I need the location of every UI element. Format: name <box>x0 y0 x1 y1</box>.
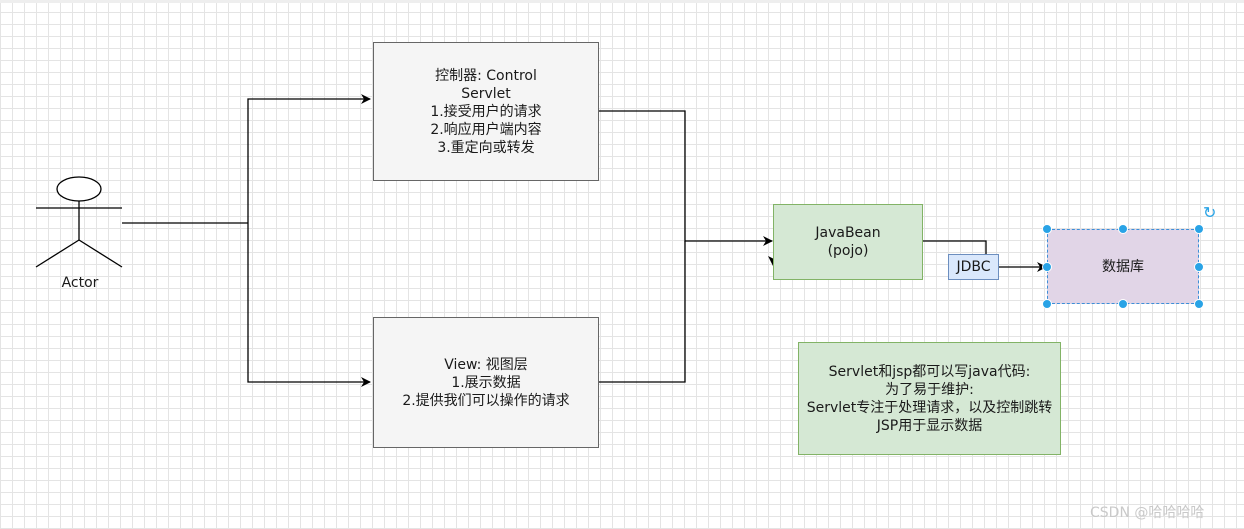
javabean-line-1: JavaBean <box>815 225 881 241</box>
database-label: 数据库 <box>1102 258 1144 275</box>
resize-handle-right[interactable] <box>1194 262 1204 272</box>
top-border <box>0 0 1244 3</box>
rotate-handle-icon[interactable]: ↻ <box>1203 203 1217 222</box>
jdbc-label[interactable]: JDBC <box>948 254 999 280</box>
resize-handle-top-right[interactable] <box>1194 224 1204 234</box>
javabean-line-2: (pojo) <box>827 243 869 259</box>
view-line-2: 1.展示数据 <box>451 374 521 391</box>
resize-handle-bottom-left[interactable] <box>1042 299 1052 309</box>
controller-line-4: 2.响应用户端内容 <box>430 121 542 138</box>
resize-handle-bottom-right[interactable] <box>1194 299 1204 309</box>
view-line-1: View: 视图层 <box>444 356 528 373</box>
actor-figure[interactable] <box>35 176 123 268</box>
resize-handle-bottom[interactable] <box>1118 299 1128 309</box>
controller-line-3: 1.接受用户的请求 <box>430 103 542 120</box>
controller-line-1: 控制器: Control <box>435 67 537 84</box>
javabean-box[interactable]: JavaBean (pojo) <box>773 204 923 280</box>
actor-to-view-arrow <box>247 223 371 387</box>
controller-box[interactable]: 控制器: Control Servlet 1.接受用户的请求 2.响应用户端内容… <box>373 42 599 181</box>
controller-line-5: 3.重定向或转发 <box>437 139 535 156</box>
note-line-3: Servlet专注于处理请求，以及控制跳转 <box>806 399 1053 416</box>
resize-handle-top-left[interactable] <box>1042 224 1052 234</box>
actor-to-controller-arrow <box>247 94 371 223</box>
actor-label: Actor <box>61 275 99 291</box>
resize-handle-top[interactable] <box>1118 224 1128 234</box>
view-to-javabean-line <box>598 241 686 383</box>
controller-line-2: Servlet <box>461 85 511 102</box>
note-box[interactable]: Servlet和jsp都可以写java代码: 为了易于维护: Servlet专注… <box>798 342 1061 455</box>
view-box[interactable]: View: 视图层 1.展示数据 2.提供我们可以操作的请求 <box>373 317 599 448</box>
note-line-2: 为了易于维护: <box>885 381 974 398</box>
watermark: CSDN @哈哈哈哈 <box>1090 505 1205 521</box>
resize-handle-left[interactable] <box>1042 262 1052 272</box>
note-line-1: Servlet和jsp都可以写java代码: <box>828 363 1031 380</box>
view-line-3: 2.提供我们可以操作的请求 <box>402 392 570 409</box>
database-box[interactable]: 数据库 <box>1047 229 1199 304</box>
note-line-4: JSP用于显示数据 <box>876 417 983 434</box>
controller-to-javabean-arrow <box>598 110 773 246</box>
